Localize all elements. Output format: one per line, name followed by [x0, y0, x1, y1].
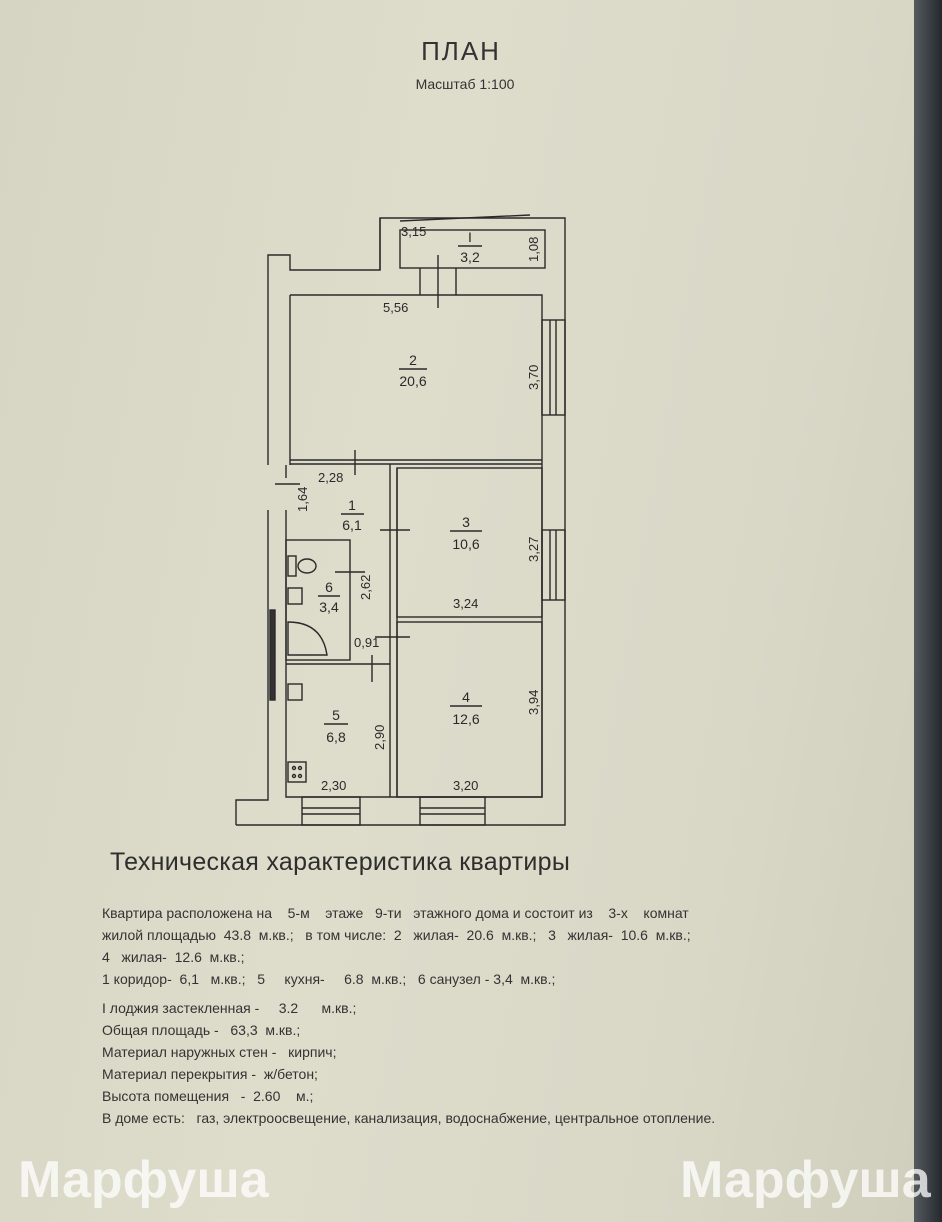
tech-title: Техническая характеристика квартиры [110, 848, 571, 876]
tech-line: Материал наружных стен - кирпич; [102, 1044, 337, 1060]
dim-room1-length: 2,62 [358, 575, 373, 600]
dim-room3-depth: 3,27 [526, 537, 541, 562]
room-6-number: 6 [325, 579, 333, 595]
sink-icon [287, 587, 303, 605]
watermark-right: Марфуша [680, 1151, 931, 1209]
room-1-area: 6,1 [342, 517, 362, 533]
tech-line: Высота помещения - 2.60 м.; [102, 1088, 314, 1104]
tech-line: Материал перекрытия - ж/бетон; [102, 1066, 318, 1082]
room-4-area: 12,6 [452, 711, 479, 727]
dim-room1-narrow: 0,91 [354, 635, 379, 650]
shower-icon [287, 621, 328, 656]
room-1-number: 1 [348, 497, 356, 513]
dim-room1-depth: 1,64 [295, 487, 310, 512]
dim-room5-depth: 2,90 [372, 725, 387, 750]
room-2-area: 20,6 [399, 373, 426, 389]
toilet-icon [297, 558, 317, 574]
tech-line: 1 коридор- 6,1 м.кв.; 5 кухня- 6.8 м.кв.… [102, 971, 556, 987]
room-I-area: 3,2 [460, 249, 480, 265]
tech-line: В доме есть: газ, электроосвещение, кана… [102, 1110, 716, 1126]
tech-line: I лоджия застекленная - 3.2 м.кв.; [102, 1000, 357, 1016]
room-4-number: 4 [462, 689, 470, 705]
plan-title: ПЛАН [421, 36, 501, 66]
page-edge-shadow [914, 0, 942, 1222]
radiator-icon [269, 609, 276, 701]
dim-room2-depth: 3,70 [526, 365, 541, 390]
interior-walls [275, 450, 543, 798]
dim-loggia-width: 3,15 [401, 224, 426, 239]
room-5-area: 6,8 [326, 729, 346, 745]
dim-room4-width: 3,20 [453, 778, 478, 793]
dim-room2-width: 5,56 [383, 300, 408, 315]
room-3-number: 3 [462, 514, 470, 530]
stove-icon [287, 761, 307, 783]
dim-loggia-depth: 1,08 [526, 237, 541, 262]
tech-line: 4 жилая- 12.6 м.кв.; [102, 949, 245, 965]
room-6-area: 3,4 [319, 599, 339, 615]
kitchen-sink-icon [287, 683, 303, 701]
room-I-number: I [468, 229, 472, 245]
windows [301, 319, 566, 826]
fixtures [269, 555, 328, 783]
tech-line: жилой площадью 43.8 м.кв.; в том числе: … [102, 927, 691, 943]
room-3-area: 10,6 [452, 536, 479, 552]
dim-room1-width: 2,28 [318, 470, 343, 485]
dim-room5-width: 2,30 [321, 778, 346, 793]
watermark-left: Марфуша [18, 1151, 269, 1209]
dim-room3-width: 3,24 [453, 596, 478, 611]
room-2-number: 2 [409, 352, 417, 368]
plan-scale: Масштаб 1:100 [415, 76, 515, 92]
room-5-number: 5 [332, 707, 340, 723]
tech-line: Общая площадь - 63,3 м.кв.; [102, 1022, 301, 1038]
tech-line: Квартира расположена на 5-м этаже 9-ти э… [102, 905, 689, 921]
dim-room4-depth: 3,94 [526, 690, 541, 715]
